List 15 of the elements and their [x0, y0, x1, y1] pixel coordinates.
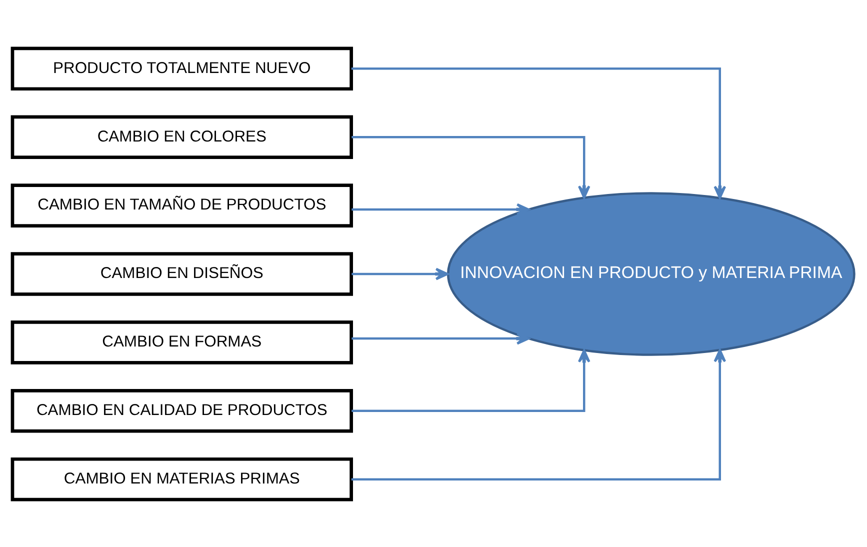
arrow: [351, 67, 726, 198]
arrow: [352, 267, 449, 280]
arrow: [352, 202, 530, 216]
node-box: CAMBIO EN TAMAÑO DE PRODUCTOS: [10, 183, 353, 227]
node-box: CAMBIO EN DISEÑOS: [10, 252, 353, 296]
arrow: [352, 348, 590, 412]
node-box: CAMBIO EN CALIDAD DE PRODUCTOS: [10, 388, 353, 432]
arrow: [351, 348, 726, 480]
node-box: CAMBIO EN MATERIAS PRIMAS: [10, 456, 353, 501]
arrow: [352, 136, 590, 198]
node-box: CAMBIO EN COLORES: [10, 114, 353, 158]
node-box: PRODUCTO TOTALMENTE NUEVO: [10, 46, 353, 90]
arrow: [352, 332, 530, 344]
node-box: CAMBIO EN FORMAS: [10, 320, 353, 364]
node-ellipse: INNOVACION EN PRODUCTO y MATERIA PRIMA: [446, 192, 856, 356]
